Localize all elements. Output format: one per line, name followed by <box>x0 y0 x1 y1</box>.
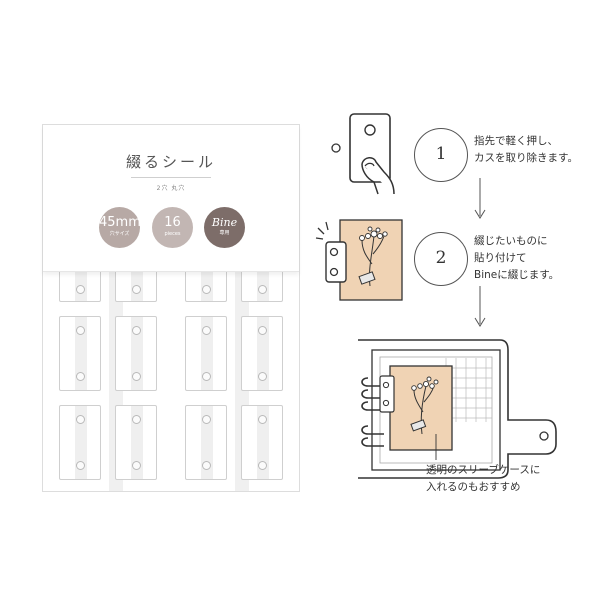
badge-main: 45mm <box>99 215 141 230</box>
step-1-line: 指先で軽く押し、 <box>474 135 558 147</box>
step-2-number: 2 <box>414 232 468 286</box>
sticker <box>59 267 101 302</box>
sticker <box>59 316 101 391</box>
sticker <box>185 405 227 480</box>
peel-sticker-illustration <box>331 113 395 195</box>
attach-sticker-illustration <box>315 219 403 301</box>
sleeve-note-line: 入れるのもおすすめ <box>426 481 521 493</box>
down-arrow-icon <box>474 178 486 219</box>
step-1-text: 指先で軽く押し、 カスを取り除きます。 <box>474 133 578 167</box>
sleeve-note: 透明のスリーブケースに 入れるのもおすすめ <box>426 462 540 496</box>
package-header: 綴るシール 2穴 丸穴 45mm 穴サイズ 16 pieces Bine 専用 <box>43 125 299 272</box>
step-1-line: カスを取り除きます。 <box>474 152 578 164</box>
badge-sub: 穴サイズ <box>109 231 130 237</box>
product-title: 綴るシール <box>125 153 216 171</box>
step-1-number: 1 <box>414 128 468 182</box>
sticker <box>115 316 157 391</box>
sticker <box>241 316 283 391</box>
sticker <box>241 405 283 480</box>
sticker <box>241 267 283 302</box>
sticker <box>115 267 157 302</box>
title-divider <box>131 177 211 178</box>
sticker <box>185 316 227 391</box>
badge-main: 16 <box>164 215 181 230</box>
step-2-text: 綴じたいものに 貼り付けて Bineに綴じます。 <box>474 233 559 284</box>
product-subtitle: 2穴 丸穴 <box>156 185 186 192</box>
badge-main: Bine <box>211 216 238 229</box>
down-arrow-icon <box>474 286 486 327</box>
step-2-line: 綴じたいものに <box>474 235 548 247</box>
bine-only-badge: Bine 専用 <box>204 207 245 248</box>
sticker-package: 綴るシール 2穴 丸穴 45mm 穴サイズ 16 pieces Bine 専用 <box>42 124 300 492</box>
sleeve-note-line: 透明のスリーブケースに <box>426 464 541 476</box>
sticker <box>115 405 157 480</box>
piece-count-badge: 16 pieces <box>152 207 193 248</box>
badge-sub: pieces <box>164 231 181 237</box>
binder-illustration <box>358 339 557 479</box>
badge-sub: 専用 <box>219 230 230 236</box>
step-2-line: 貼り付けて <box>474 252 527 264</box>
sticker <box>185 267 227 302</box>
hole-size-badge: 45mm 穴サイズ <box>99 207 141 248</box>
step-2-line: Bineに綴じます。 <box>474 269 560 281</box>
sticker <box>59 405 101 480</box>
